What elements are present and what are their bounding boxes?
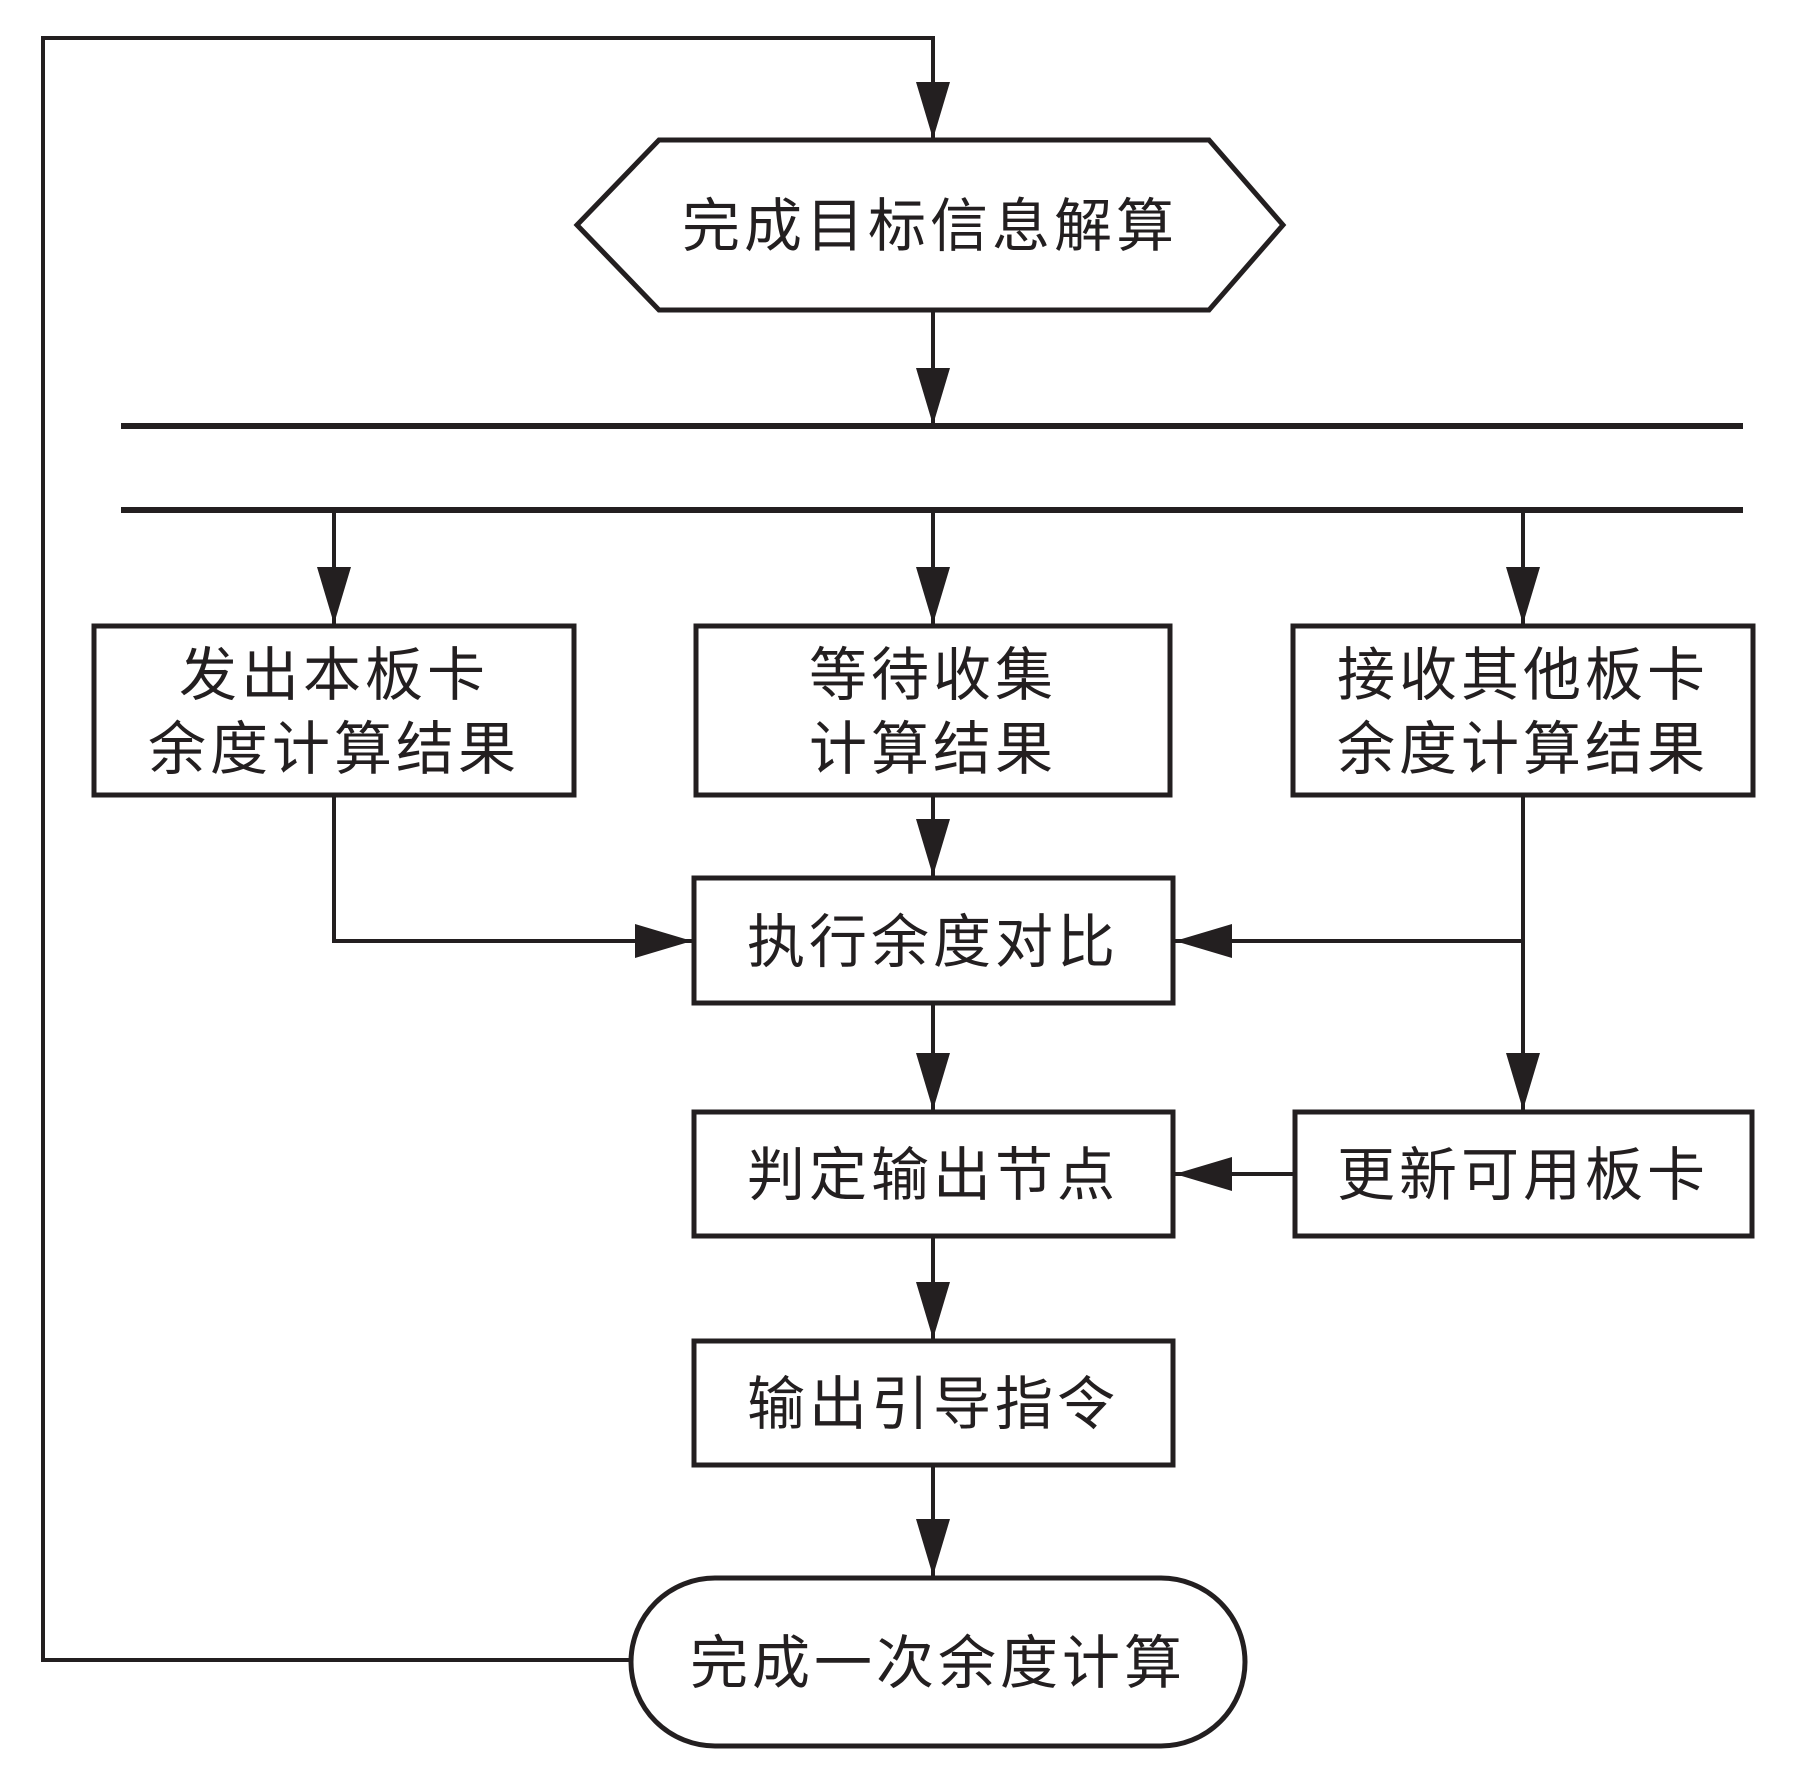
finish-node-label: 完成一次余度计算 <box>690 1629 1186 1697</box>
send-local-box <box>91 623 577 798</box>
send-local-label-line2: 余度计算结果 <box>148 715 520 783</box>
receive-other-label-line1: 接收其他板卡 <box>1337 641 1709 709</box>
compare-label: 执行余度对比 <box>747 908 1119 976</box>
wait-collect-box <box>693 623 1173 798</box>
output-cmd-label: 输出引导指令 <box>747 1370 1119 1438</box>
feedback-loop-connector <box>41 36 950 1662</box>
update-boards-box <box>1292 1109 1755 1239</box>
finish-node <box>628 1575 1248 1749</box>
compare-box <box>691 875 1176 1006</box>
judge-box <box>691 1109 1176 1239</box>
judge-label: 判定输出节点 <box>747 1141 1119 1209</box>
update-boards-label: 更新可用板卡 <box>1337 1141 1709 1209</box>
connector-send-to-compare <box>332 795 692 958</box>
output-cmd-box <box>691 1338 1176 1468</box>
receive-other-label-line2: 余度计算结果 <box>1337 715 1709 783</box>
receive-other-box <box>1290 623 1756 798</box>
start-node <box>573 137 1287 313</box>
wait-collect-label-line2: 计算结果 <box>809 715 1057 783</box>
wait-collect-label-line1: 等待收集 <box>809 641 1057 709</box>
start-node-label: 完成目标信息解算 <box>682 192 1178 260</box>
send-local-label-line1: 发出本板卡 <box>179 641 489 709</box>
